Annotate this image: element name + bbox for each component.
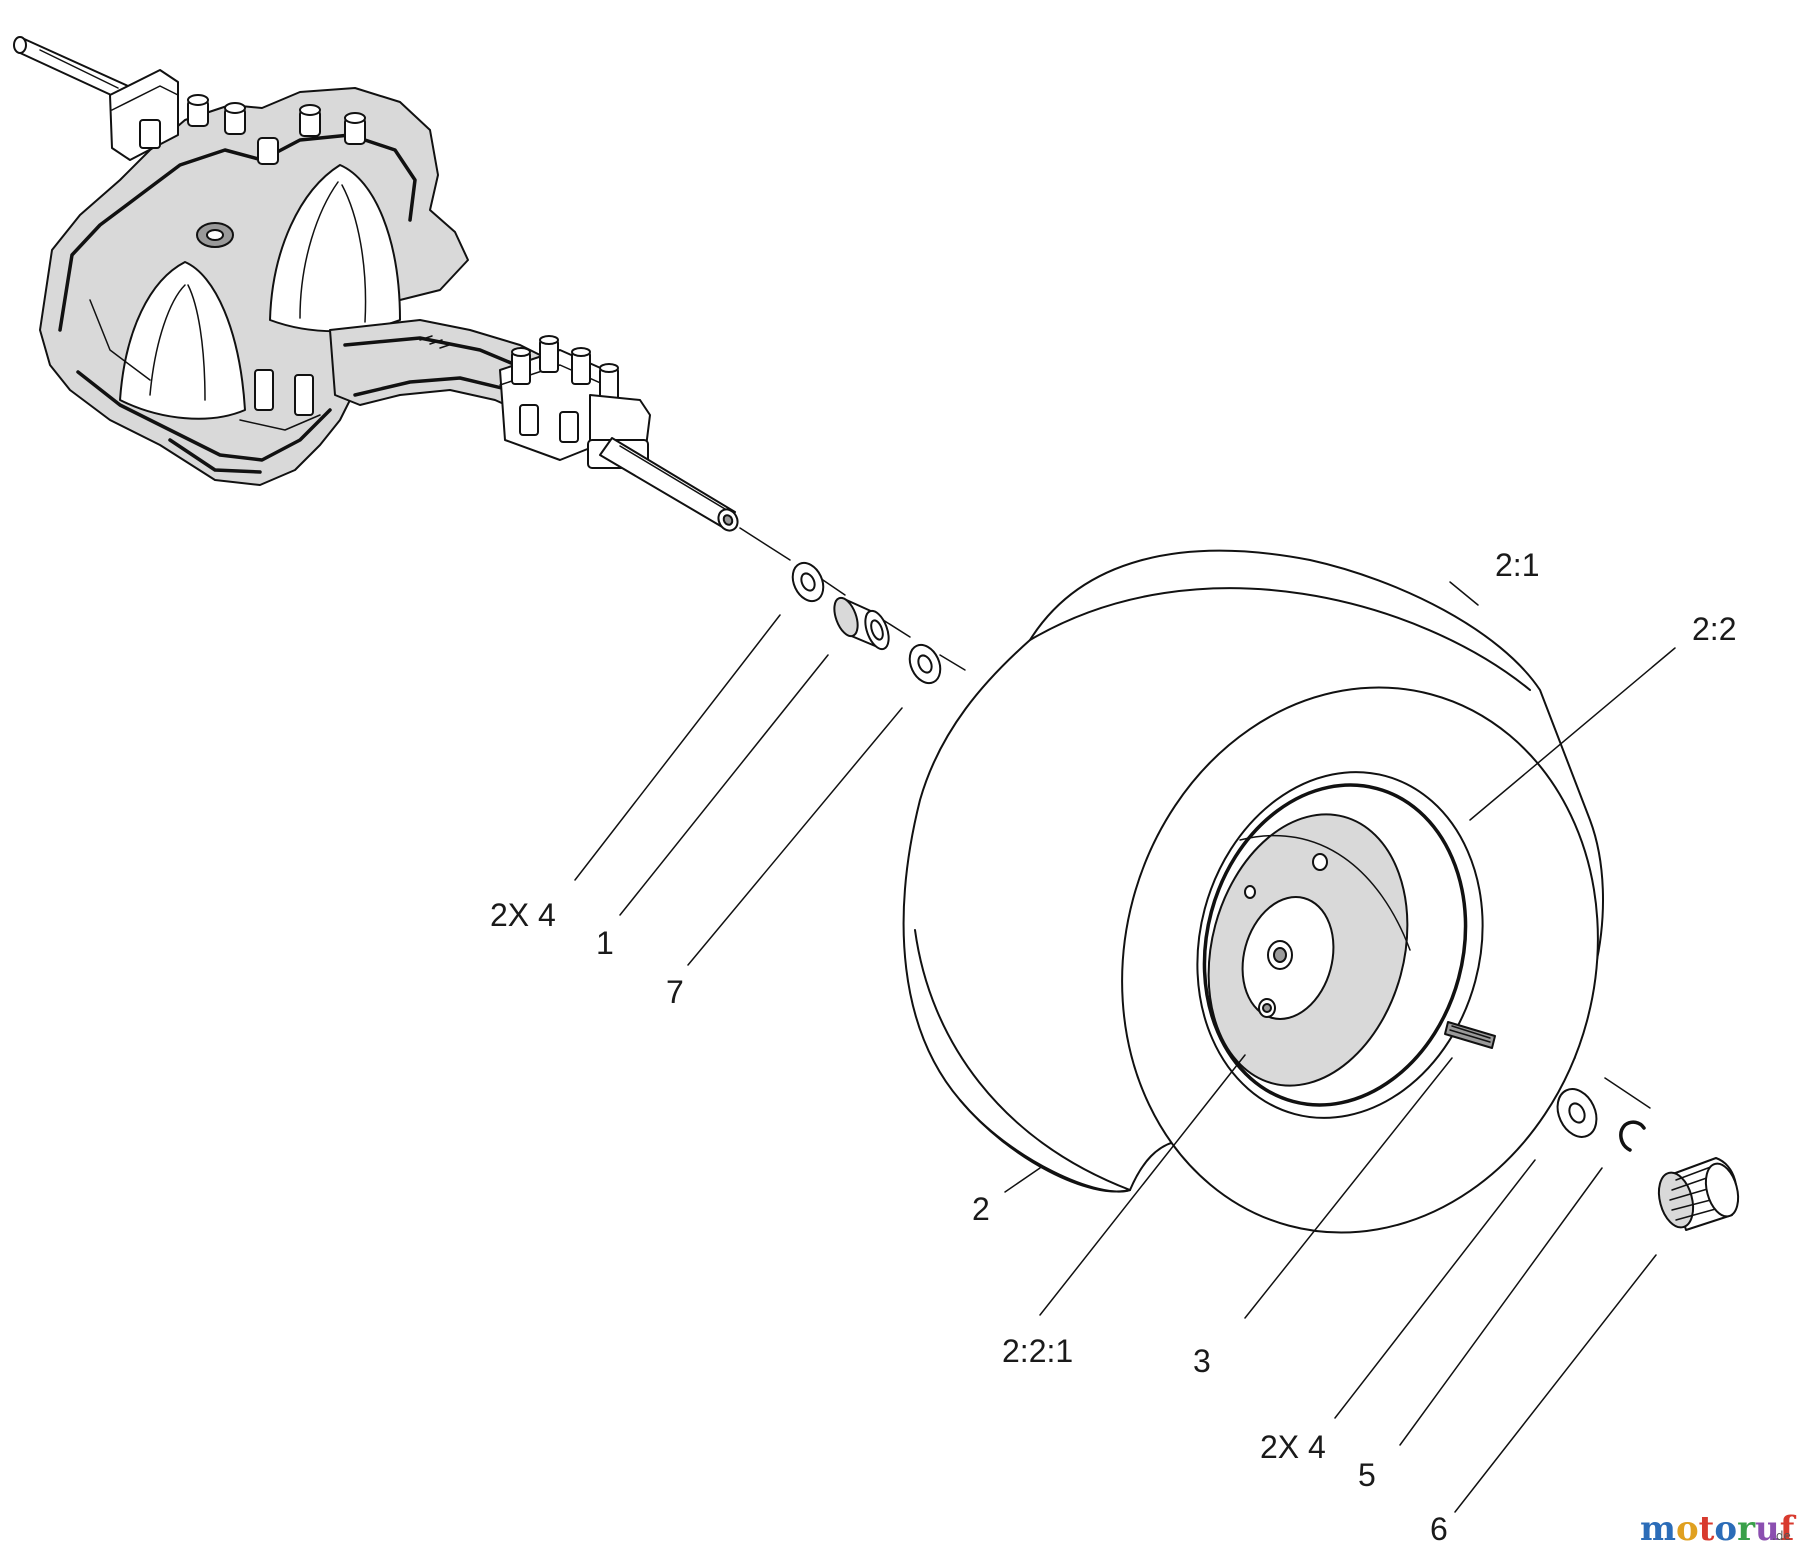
callout-3: 3 xyxy=(1193,1343,1211,1379)
watermark-letter: f xyxy=(1780,1509,1797,1549)
callout-5: 5 xyxy=(1358,1457,1376,1493)
key xyxy=(1444,1021,1496,1049)
hub-cap xyxy=(1657,1157,1740,1231)
transaxle-assembly xyxy=(13,36,739,532)
wheel-and-tire xyxy=(902,549,1604,1234)
washer-7 xyxy=(908,643,942,685)
washer-right xyxy=(1556,1088,1598,1138)
transaxle-housing xyxy=(39,69,469,486)
watermark-suffix: .de xyxy=(1772,1529,1791,1543)
watermark-letter: t xyxy=(1699,1509,1715,1549)
callout-2x4-left: 2X 4 xyxy=(490,897,556,933)
callouts: 2X 4 1 7 2:1 2:2 2 2:2:1 3 2X 4 5 6 xyxy=(490,547,1736,1547)
callout-2: 2 xyxy=(972,1191,990,1227)
watermark-letter: u xyxy=(1755,1509,1780,1549)
callout-6: 6 xyxy=(1430,1511,1448,1547)
watermark-letter: r xyxy=(1737,1509,1756,1549)
callout-7: 7 xyxy=(666,974,684,1010)
callout-2-2: 2:2 xyxy=(1692,611,1736,647)
callout-2-1: 2:1 xyxy=(1495,547,1539,583)
watermark-letter: o xyxy=(1714,1509,1737,1549)
left-axle-shaft xyxy=(13,36,129,101)
callout-2x4-right: 2X 4 xyxy=(1260,1429,1326,1465)
rim xyxy=(1196,771,1484,1119)
washer-left xyxy=(791,561,825,603)
retaining-ring xyxy=(1619,1120,1646,1152)
callout-1: 1 xyxy=(596,925,614,961)
right-axle-shaft xyxy=(599,437,739,532)
watermark-text: motoruf xyxy=(1640,1509,1797,1549)
watermark-logo: motoruf .de xyxy=(1640,1509,1797,1549)
callout-2-2-1: 2:2:1 xyxy=(1002,1333,1073,1369)
watermark-letter: m xyxy=(1640,1509,1676,1549)
axle-bearing-block xyxy=(499,335,651,469)
spacer xyxy=(833,596,890,651)
leader-lines xyxy=(574,581,1676,1513)
watermark-letter: o xyxy=(1676,1509,1699,1549)
